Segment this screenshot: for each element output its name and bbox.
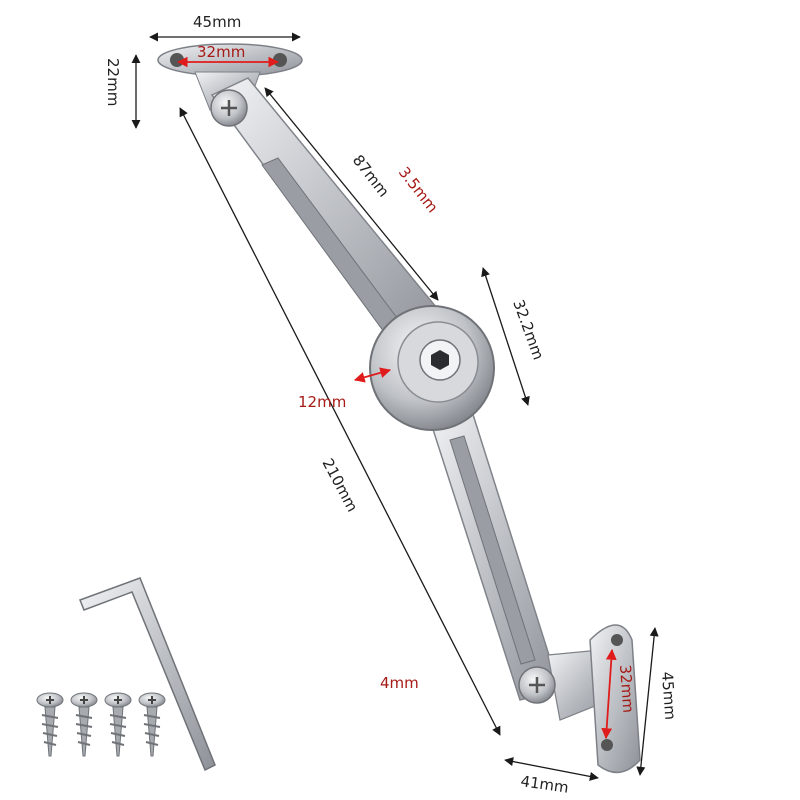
label-lower-thickness: 4mm	[380, 674, 419, 692]
screw-icon	[104, 692, 132, 757]
label-bottom-plate-height: 45mm	[658, 671, 679, 720]
label-total-length: 210mm	[318, 455, 361, 515]
dimension-lines	[131, 32, 659, 781]
center-hub	[369, 305, 495, 431]
label-top-hole-spacing: 32mm	[197, 43, 245, 61]
label-top-plate-height: 22mm	[104, 58, 122, 106]
allen-key-icon	[79, 577, 216, 772]
dim-line-total	[179, 107, 501, 736]
pivot-screw-bottom	[518, 666, 556, 704]
label-bottom-hole-spacing: 32mm	[616, 664, 637, 713]
lower-arm	[429, 404, 561, 701]
screw-icon	[70, 692, 98, 757]
screw-set	[36, 692, 166, 757]
dim-line-bottom-width	[504, 757, 599, 781]
dim-line-bottom-holes	[601, 648, 617, 740]
pivot-screw-top	[210, 89, 248, 127]
dim-line-bottom-height	[636, 627, 659, 776]
label-bottom-plate-width: 41mm	[519, 772, 569, 797]
label-upper-arm-length: 87mm	[349, 151, 393, 200]
screw-icon	[138, 692, 166, 757]
label-top-plate-width: 45mm	[193, 13, 241, 31]
label-hub-diameter: 32.2mm	[509, 297, 547, 362]
upper-arm	[210, 77, 447, 350]
label-hub-bolt: 12mm	[298, 393, 346, 411]
label-arm-thickness: 3.5mm	[395, 163, 442, 216]
screw-icon	[36, 692, 64, 757]
